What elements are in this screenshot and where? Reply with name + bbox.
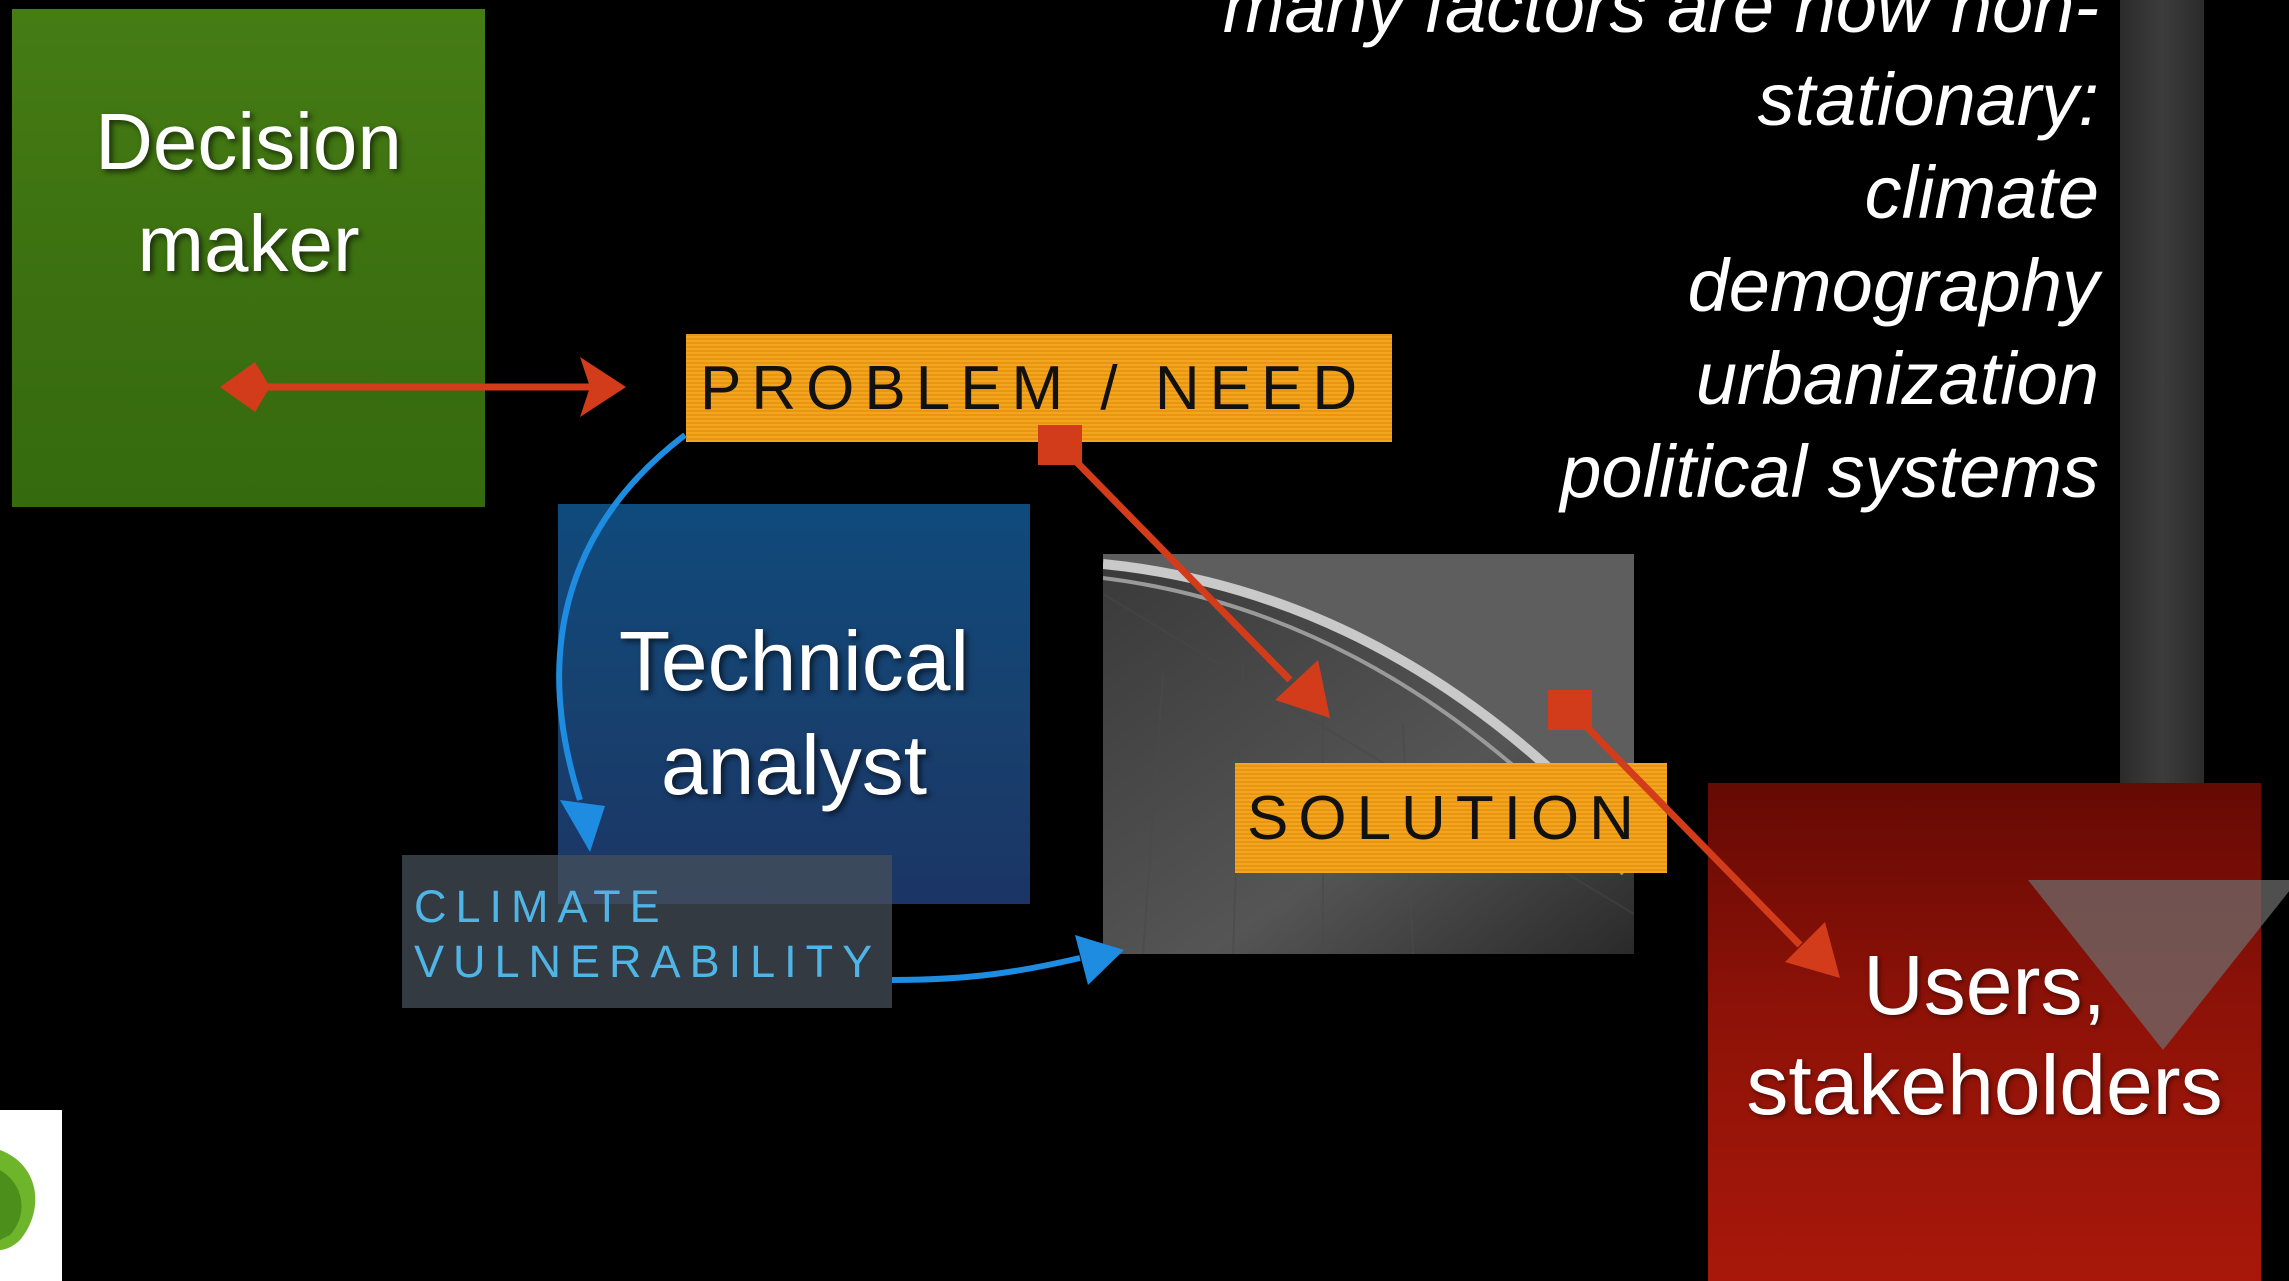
factor-climate: climate xyxy=(1864,151,2099,234)
dam-photo-graphic xyxy=(1103,554,1634,954)
solution-label: SOLUTION xyxy=(1235,763,1667,873)
climate-label-line1: CLIMATE xyxy=(414,881,669,932)
dam-photo xyxy=(1103,554,1634,954)
technical-analyst-line1: Technical xyxy=(618,614,970,708)
technical-analyst-label: Technical analyst xyxy=(558,609,1030,817)
users-line2: stakeholders xyxy=(1746,1038,2223,1132)
factor-urbanization: urbanization xyxy=(1695,337,2099,420)
decision-maker-line1: Decision xyxy=(95,97,402,186)
flow-down-arrow-shaft xyxy=(2120,0,2204,890)
decision-maker-line2: maker xyxy=(137,199,360,288)
non-stationary-factors-list: many factors are now non-stationary: cli… xyxy=(899,0,2099,518)
leaf-logo-icon xyxy=(0,1110,62,1281)
technical-analyst-box: Technical analyst xyxy=(558,504,1030,904)
climate-to-solution-arrow xyxy=(891,935,1124,985)
climate-vulnerability-label: CLIMATE VULNERABILITY xyxy=(402,855,892,1008)
flow-down-arrow-head xyxy=(2028,880,2289,1050)
technical-analyst-line2: analyst xyxy=(660,718,928,812)
decision-maker-label: Decision maker xyxy=(12,91,485,295)
problem-need-label: PROBLEM / NEED xyxy=(686,334,1392,442)
factors-heading: many factors are now non-stationary: xyxy=(1222,0,2099,141)
factor-demography: demography xyxy=(1687,244,2099,327)
climate-label-line2: VULNERABILITY xyxy=(414,936,882,987)
factor-political-systems: political systems xyxy=(1560,430,2099,513)
leaf-logo xyxy=(0,1110,62,1281)
decision-maker-box: Decision maker xyxy=(12,9,485,507)
